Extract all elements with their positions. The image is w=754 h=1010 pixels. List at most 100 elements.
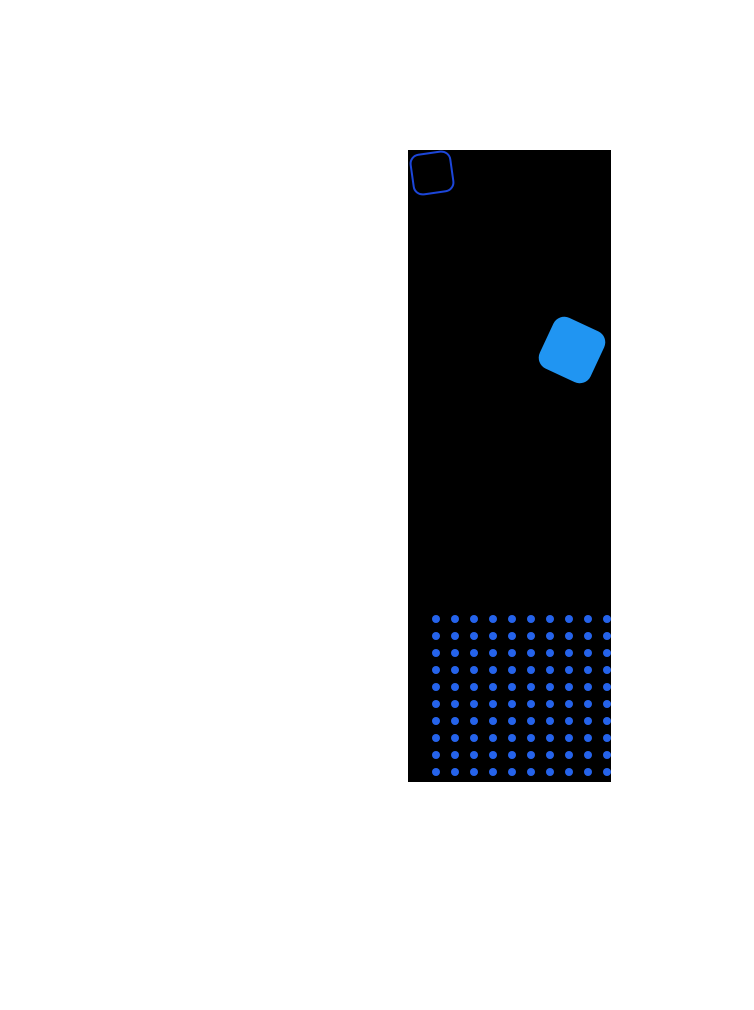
dot — [583, 699, 592, 708]
dot — [526, 614, 535, 623]
dot — [564, 614, 573, 623]
dot — [469, 665, 478, 674]
dot — [431, 733, 440, 742]
dot — [564, 716, 573, 725]
dot — [583, 648, 592, 657]
dot — [469, 716, 478, 725]
dot — [564, 648, 573, 657]
dot — [507, 631, 516, 640]
dot — [488, 699, 497, 708]
dot — [469, 767, 478, 776]
dot — [431, 750, 440, 759]
dot — [507, 733, 516, 742]
dot — [507, 750, 516, 759]
dot — [526, 767, 535, 776]
dot — [431, 682, 440, 691]
dot — [583, 733, 592, 742]
dot — [526, 682, 535, 691]
dot — [526, 716, 535, 725]
dot — [545, 716, 554, 725]
dot — [469, 699, 478, 708]
dot — [488, 750, 497, 759]
dot — [564, 767, 573, 776]
dot — [450, 767, 459, 776]
decorative-panel — [408, 150, 611, 782]
dot — [507, 767, 516, 776]
dot — [450, 665, 459, 674]
dot — [488, 767, 497, 776]
dot — [431, 631, 440, 640]
dot — [450, 648, 459, 657]
dot — [583, 665, 592, 674]
dot — [526, 648, 535, 657]
dot — [602, 767, 611, 776]
dot — [545, 614, 554, 623]
dot — [545, 682, 554, 691]
dot — [602, 699, 611, 708]
dot — [488, 716, 497, 725]
dot — [488, 682, 497, 691]
dot — [545, 699, 554, 708]
dot — [469, 682, 478, 691]
dot — [564, 750, 573, 759]
dot — [431, 614, 440, 623]
dot — [526, 733, 535, 742]
dot — [507, 682, 516, 691]
dot — [602, 631, 611, 640]
dot — [488, 614, 497, 623]
dot — [564, 699, 573, 708]
dot — [507, 665, 516, 674]
dot — [450, 682, 459, 691]
dot — [545, 665, 554, 674]
dot — [507, 716, 516, 725]
dot — [507, 648, 516, 657]
outline-square-shape — [408, 150, 456, 197]
dot — [545, 767, 554, 776]
dot — [526, 699, 535, 708]
dot — [431, 665, 440, 674]
dot — [526, 750, 535, 759]
dot — [450, 716, 459, 725]
dot — [488, 665, 497, 674]
dot — [526, 665, 535, 674]
dot — [545, 631, 554, 640]
dot — [602, 682, 611, 691]
dot — [583, 750, 592, 759]
dot — [602, 733, 611, 742]
dot — [602, 716, 611, 725]
dot — [583, 614, 592, 623]
dot — [564, 733, 573, 742]
dot — [564, 631, 573, 640]
dot — [431, 716, 440, 725]
dot — [545, 648, 554, 657]
dot — [583, 631, 592, 640]
dot — [507, 614, 516, 623]
dot — [545, 733, 554, 742]
dot — [488, 648, 497, 657]
dot — [469, 631, 478, 640]
dot — [450, 750, 459, 759]
dot — [488, 733, 497, 742]
dot — [545, 750, 554, 759]
dot — [488, 631, 497, 640]
dot — [583, 716, 592, 725]
dot — [526, 631, 535, 640]
dot — [450, 733, 459, 742]
dot — [450, 614, 459, 623]
dot — [469, 750, 478, 759]
dot — [583, 682, 592, 691]
dot — [469, 648, 478, 657]
dot — [469, 733, 478, 742]
dot — [431, 767, 440, 776]
dot-grid — [426, 610, 611, 780]
dot — [507, 699, 516, 708]
dot — [602, 648, 611, 657]
dot — [450, 631, 459, 640]
dot — [431, 648, 440, 657]
dot — [564, 682, 573, 691]
dot — [469, 614, 478, 623]
dot — [431, 699, 440, 708]
dot — [602, 665, 611, 674]
dot — [602, 614, 611, 623]
